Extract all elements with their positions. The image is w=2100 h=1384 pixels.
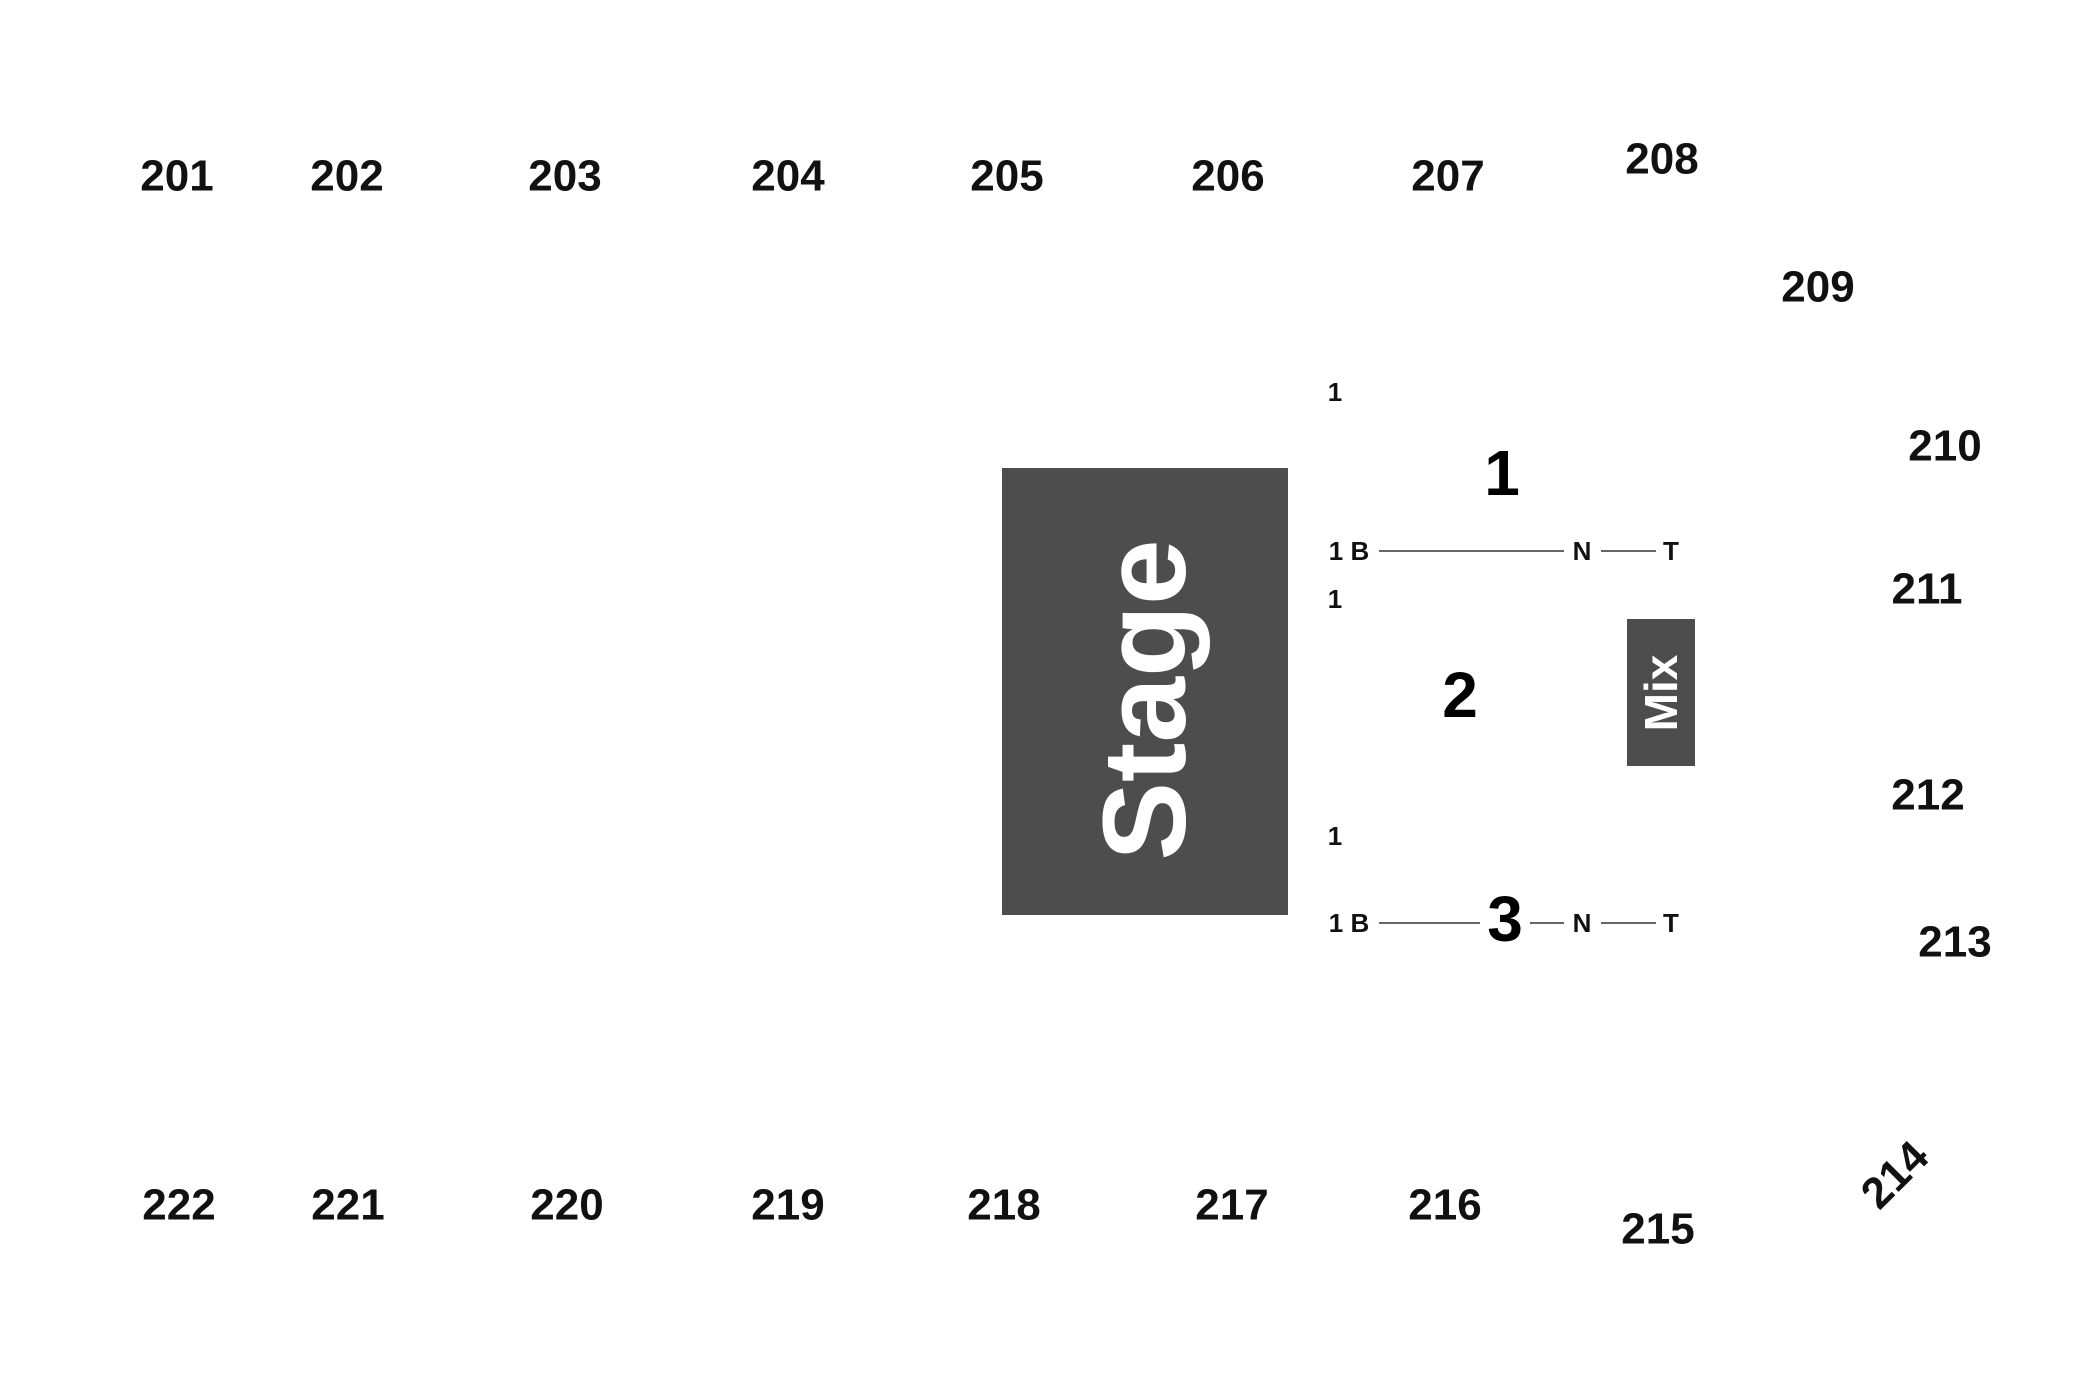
- row-label: N: [1573, 536, 1592, 566]
- floor-section-2-label: 2: [1442, 659, 1478, 731]
- section-220[interactable]: 220: [530, 1181, 603, 1230]
- section-203[interactable]: 203: [528, 152, 601, 201]
- section-209[interactable]: 209: [1781, 263, 1854, 312]
- section-217[interactable]: 217: [1195, 1181, 1268, 1230]
- section-206[interactable]: 206: [1191, 152, 1264, 201]
- section-216[interactable]: 216: [1408, 1181, 1481, 1230]
- section-205[interactable]: 205: [970, 152, 1043, 201]
- section-213[interactable]: 213: [1918, 918, 1991, 967]
- upper-sections: 201 202 203 204 205 206 207 208 209 210 …: [140, 135, 1991, 1254]
- section-208[interactable]: 208: [1625, 135, 1698, 184]
- section-221[interactable]: 221: [311, 1181, 384, 1230]
- row-label: T: [1663, 536, 1679, 566]
- section-218[interactable]: 218: [967, 1181, 1040, 1230]
- section-219[interactable]: 219: [751, 1181, 824, 1230]
- section-202[interactable]: 202: [310, 152, 383, 201]
- row-label: 1: [1328, 821, 1342, 851]
- section-210[interactable]: 210: [1908, 422, 1981, 471]
- row-label: 1: [1328, 584, 1342, 614]
- section-211[interactable]: 211: [1892, 565, 1963, 614]
- row-label: 1: [1328, 377, 1342, 407]
- section-207[interactable]: 207: [1411, 152, 1484, 201]
- stage-block: [1002, 468, 1288, 915]
- section-222[interactable]: 222: [142, 1181, 215, 1230]
- floor-section-3-label: 3: [1487, 883, 1523, 955]
- mix-position: Mix: [1627, 619, 1695, 766]
- stage: Stage: [1002, 468, 1288, 915]
- stage-label: Stage: [1079, 539, 1211, 860]
- floor-section-2[interactable]: 1 2: [1328, 584, 1478, 731]
- row-label: T: [1663, 908, 1679, 938]
- section-212[interactable]: 212: [1891, 771, 1964, 820]
- floor-sections: 1 1 1 B N T 1 2 1 1 B 3 N T: [1328, 377, 1679, 955]
- section-201[interactable]: 201: [140, 152, 213, 201]
- row-label: 1 B: [1329, 908, 1369, 938]
- floor-section-1[interactable]: 1 1 1 B N T: [1328, 377, 1679, 566]
- section-215[interactable]: 215: [1621, 1205, 1694, 1254]
- mix-label: Mix: [1635, 654, 1687, 731]
- row-label: 1 B: [1329, 536, 1369, 566]
- floor-section-1-label: 1: [1484, 437, 1520, 509]
- section-204[interactable]: 204: [751, 152, 825, 201]
- row-label: N: [1573, 908, 1592, 938]
- mix-block: [1627, 619, 1695, 766]
- section-214[interactable]: 214: [1852, 1131, 1939, 1218]
- floor-section-3[interactable]: 1 1 B 3 N T: [1328, 821, 1679, 955]
